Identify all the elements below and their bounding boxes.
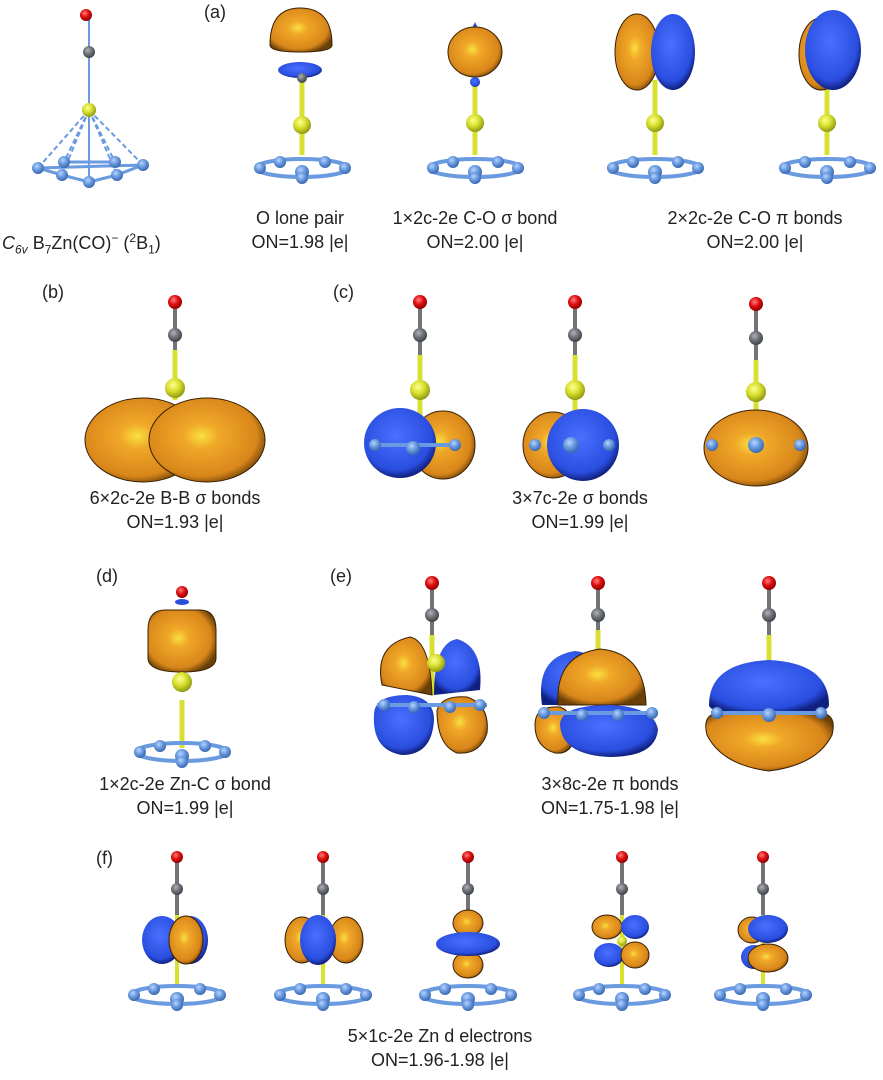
- structure-label: C6v B7Zn(CO)− (2B1): [2, 231, 161, 257]
- caption-text: 3×7c-2e σ bonds: [512, 488, 648, 508]
- caption-text: 5×1c-2e Zn d electrons: [347, 1026, 533, 1046]
- caption-a-2: 1×2c-2e C-O σ bond ON=2.00 |e|: [385, 206, 565, 254]
- orbital-f-d-5: [708, 845, 818, 1025]
- orbital-e-pi-2: [530, 565, 670, 775]
- orbital-isosurface-icon: [534, 576, 658, 757]
- orbital-e-pi-1: [362, 565, 502, 775]
- caption-a-1: O lone pair ON=1.98 |e|: [230, 206, 370, 254]
- panel-label-e: (e): [330, 566, 352, 586]
- structure-b7zn-co: [0, 0, 230, 210]
- orbital-isosurface-icon: [373, 576, 488, 755]
- orbital-isosurface-icon: [364, 295, 476, 480]
- orbital-f-d-4: [567, 845, 677, 1025]
- caption-text: 1×2c-2e C-O σ bond: [392, 208, 558, 228]
- orbital-isosurface-icon: [128, 851, 226, 1011]
- occupation-number: ON=1.75-1.98 |e|: [541, 798, 679, 818]
- occupation-number: ON=1.98 |e|: [251, 232, 349, 252]
- caption-text: 6×2c-2e B-B σ bonds: [89, 488, 261, 508]
- orbital-isosurface-icon: [274, 851, 372, 1011]
- orbital-c-sigma-2: [505, 280, 635, 481]
- panel-label-b: (b): [42, 282, 64, 302]
- panel-label-c: (c): [333, 282, 354, 302]
- caption-text: 1×2c-2e Zn-C σ bond: [99, 774, 271, 794]
- orbital-isosurface-icon: [607, 13, 704, 184]
- orbital-isosurface-icon: [84, 295, 266, 483]
- orbital-f-d-3: [413, 845, 523, 1025]
- panel-label-f: (f): [96, 848, 113, 868]
- orbital-a-co-pi-1: [603, 0, 713, 190]
- orbital-d-znc-sigma: [130, 580, 240, 780]
- orbital-a-co-pi-2: [775, 0, 883, 190]
- orbital-isosurface-icon: [419, 851, 517, 1011]
- occupation-number: ON=2.00 |e|: [426, 232, 524, 252]
- orbital-isosurface-icon: [254, 7, 351, 184]
- orbital-c-sigma-3: [690, 280, 820, 487]
- orbital-b-bb-sigma: [84, 280, 266, 483]
- orbital-c-sigma-1: [355, 280, 485, 480]
- occupation-number: ON=1.99 |e|: [531, 512, 629, 532]
- occupation-number: ON=1.96-1.98 |e|: [371, 1050, 509, 1070]
- caption-b: 6×2c-2e B-B σ bonds ON=1.93 |e|: [70, 486, 280, 534]
- orbital-isosurface-icon: [427, 22, 524, 184]
- caption-text: 2×2c-2e C-O π bonds: [667, 208, 843, 228]
- orbital-e-pi-3: [697, 565, 847, 775]
- orbital-isosurface-icon: [705, 576, 834, 772]
- molecule-structure-icon: [32, 9, 149, 188]
- occupation-number: ON=1.93 |e|: [126, 512, 224, 532]
- orbital-f-d-1: [122, 845, 232, 1025]
- orbital-isosurface-icon: [703, 297, 809, 487]
- caption-c: 3×7c-2e σ bonds ON=1.99 |e|: [480, 486, 680, 534]
- orbital-a-co-sigma: [423, 0, 533, 190]
- caption-f: 5×1c-2e Zn d electrons ON=1.96-1.98 |e|: [320, 1024, 560, 1072]
- panel-label-d: (d): [96, 566, 118, 586]
- orbital-isosurface-icon: [714, 851, 812, 1011]
- caption-text: 3×8c-2e π bonds: [541, 774, 679, 794]
- occupation-number: ON=2.00 |e|: [706, 232, 804, 252]
- orbital-isosurface-icon: [573, 851, 671, 1011]
- caption-e: 3×8c-2e π bonds ON=1.75-1.98 |e|: [500, 772, 720, 820]
- orbital-isosurface-icon: [779, 10, 876, 184]
- caption-a-3: 2×2c-2e C-O π bonds ON=2.00 |e|: [635, 206, 875, 254]
- caption-d: 1×2c-2e Zn-C σ bond ON=1.99 |e|: [75, 772, 295, 820]
- orbital-isosurface-icon: [134, 586, 231, 768]
- orbital-f-d-2: [268, 845, 378, 1025]
- caption-text: O lone pair: [255, 208, 345, 228]
- occupation-number: ON=1.99 |e|: [136, 798, 234, 818]
- orbital-a-o-lone-pair: [250, 0, 360, 190]
- panel-label-a: (a): [204, 2, 226, 22]
- orbital-isosurface-icon: [522, 295, 619, 481]
